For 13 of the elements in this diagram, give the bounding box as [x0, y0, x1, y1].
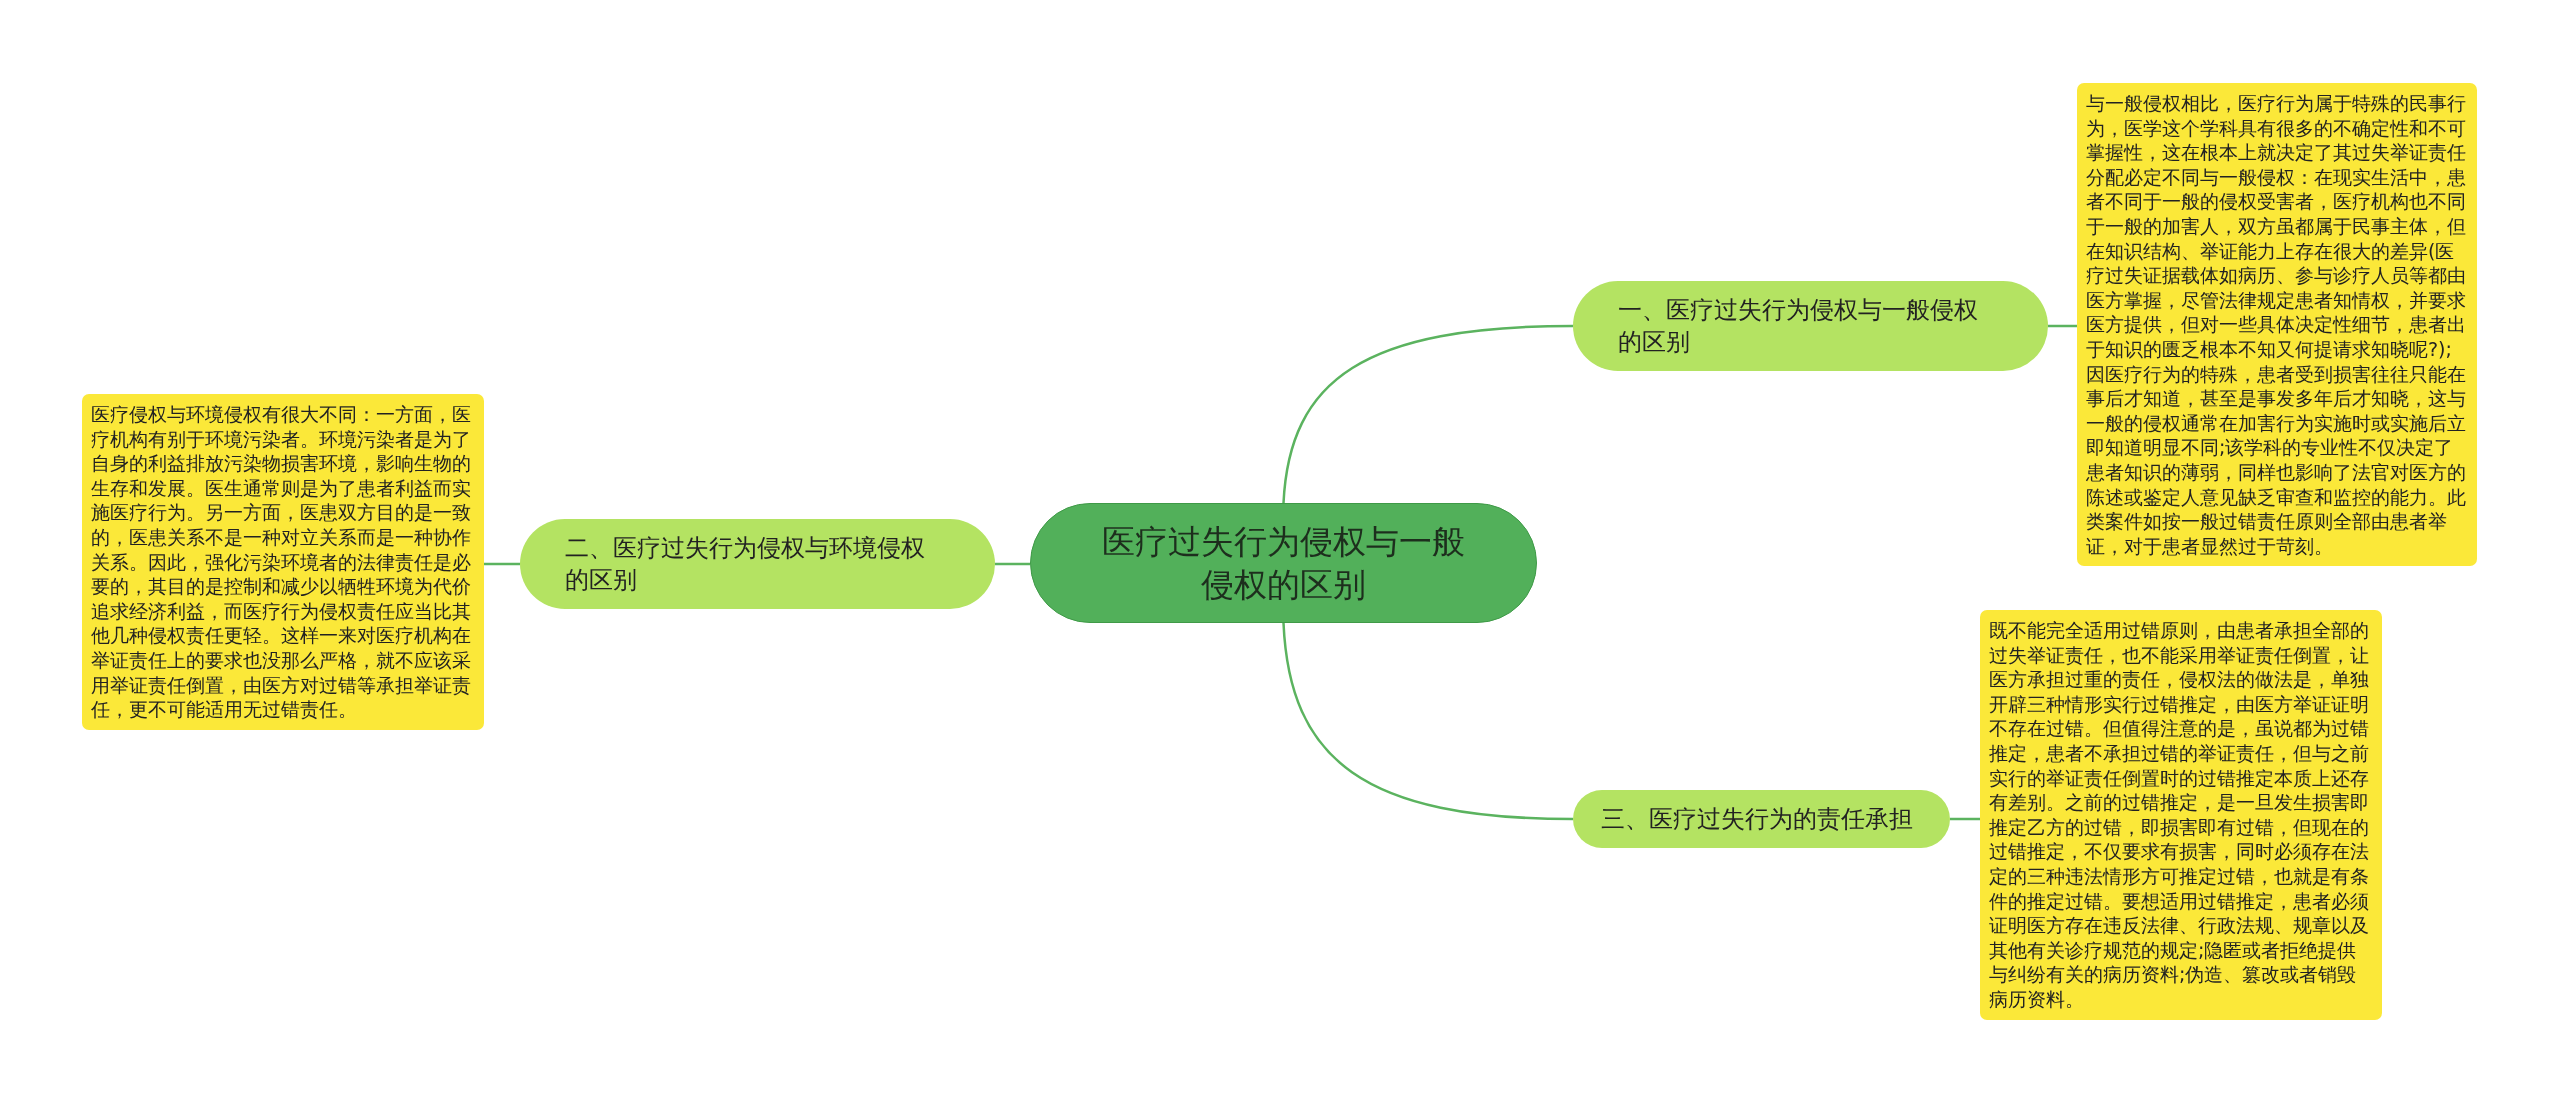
connector-line: [484, 562, 520, 566]
connector-line: [1950, 817, 1980, 821]
branch-topic: 一、医疗过失行为侵权与一般侵权的区别: [1573, 281, 2048, 371]
note-box: 与一般侵权相比，医疗行为属于特殊的民事行为，医学这个学科具有很多的不确定性和不可掌握性，这在根本上就决定了其过失举证责任分配必定不同与一般侵权：在现实生活中，患者不同于一般的侵权受害者，医疗机构也不同于一般的加害人，双方虽都属于民事主体，但在知识结构、举证能力上存在很大的差异(医疗过失证据载体如病历、参与诊疗人员等都由医方掌握，尽管法律规定患者知情权，并要求医方提供，但对一些具体决定性细节，患者出于知识的匮乏根本不知又何提请求知晓呢?);因医疗行为的特殊，患者受到损害往往只能在事后才知道，甚至是事发多年后才知晓，这与一般的侵权通常在加害行为实施时或实施后立即知道明显不同;该学科的专业性不仅决定了患者知识的薄弱，同样也影响了法官对医方的陈述或鉴定人意见缺乏审查和监控的能力。此类案件如按一般过错责任原则全部由患者举证，对于患者显然过于苛刻。: [2077, 83, 2477, 567]
central-topic: 医疗过失行为侵权与一般侵权的区别: [1030, 503, 1537, 623]
note-box: 既不能完全适用过错原则，由患者承担全部的过失举证责任，也不能采用举证责任倒置，让医方承担过重的责任，侵权法的做法是，单独开辟三种情形实行过错推定，由医方举证证明不存在过错。但值得注意的是，虽说都为过错推定，患者不承担过错的举证责任，但与之前实行的举证责任倒置时的过错推定本质上还存有差别。之前的过错推定，是一旦发生损害即推定乙方的过错，即损害即有过错，但现在的过错推定，不仅要求有损害，同时必须存在法定的三种违法情形方可推定过错，也就是有条件的推定过错。要想适用过错推定，患者必须证明医方存在违反法律、行政法规、规章以及其他有关诊疗规范的规定;隐匿或者拒绝提供与纠纷有关的病历资料;伪造、篡改或者销毁病历资料。: [1980, 610, 2382, 1020]
connector-line: [2048, 324, 2077, 328]
connector-line: [995, 562, 1030, 566]
branch-topic: 二、医疗过失行为侵权与环境侵权的区别: [520, 519, 995, 609]
connector-line: [1282, 324, 1574, 504]
connector-line: [1282, 622, 1574, 821]
branch-topic: 三、医疗过失行为的责任承担: [1573, 790, 1950, 848]
note-box: 医疗侵权与环境侵权有很大不同：一方面，医疗机构有别于环境污染者。环境污染者是为了自身的利益排放污染物损害环境，影响生物的生存和发展。医生通常则是为了患者利益而实施医疗行为。另一方面，医患双方目的是一致的，医患关系不是一种对立关系而是一种协作关系。因此，强化污染环境者的法律责任是必要的，其目的是控制和减少以牺牲环境为代价追求经济利益，而医疗行为侵权责任应当比其他几种侵权责任更轻。这样一来对医疗机构在举证责任上的要求也没那么严格，就不应该采用举证责任倒置，由医方对过错等承担举证责任，更不可能适用无过错责任。: [82, 394, 484, 730]
